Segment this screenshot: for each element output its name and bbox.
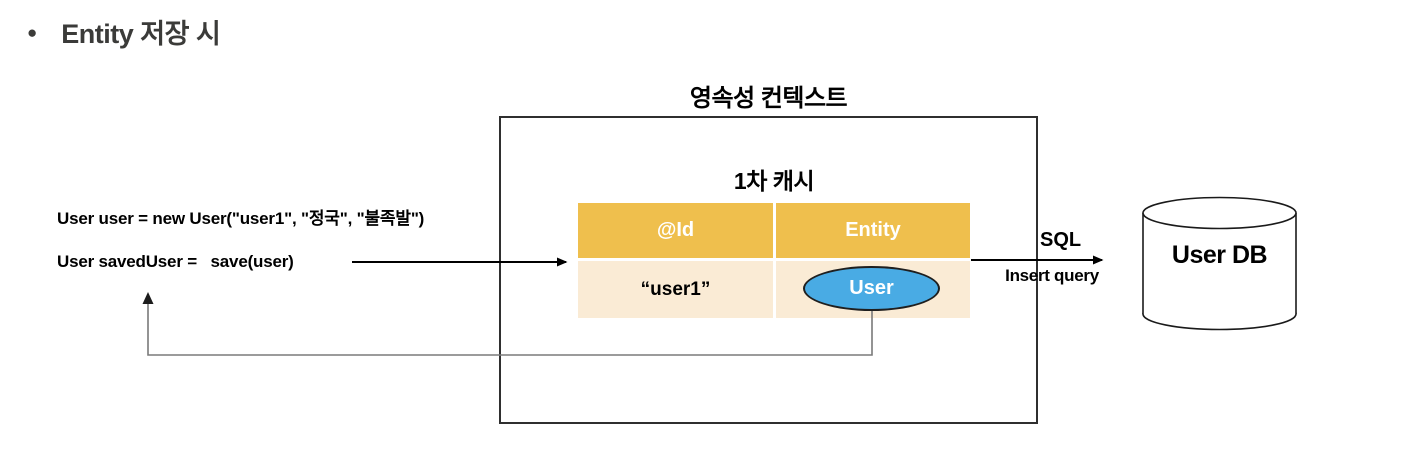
code-line-saved-user: User savedUser = save(user) <box>57 252 294 271</box>
first-level-cache-title: 1차 캐시 <box>733 168 815 194</box>
heading-text: Entity 저장 시 <box>61 19 221 49</box>
code-line-new-user: User user = new User("user1", "정국", "불족발… <box>57 209 425 228</box>
sql-label: SQL <box>1040 229 1082 251</box>
cache-table-cell-id: “user1” <box>578 261 773 318</box>
bullet-icon: ● <box>27 23 38 42</box>
insert-query-label: Insert query <box>1005 266 1099 285</box>
cache-table-header-id: @Id <box>578 203 773 258</box>
persistence-context-title: 영속성 컨텍스트 <box>689 85 848 112</box>
user-entity-ellipse: User <box>803 266 940 311</box>
cache-table-header-entity: Entity <box>776 203 970 258</box>
user-db-label: User DB <box>1171 241 1268 269</box>
bullet-heading: ● Entity 저장 시 <box>27 12 221 51</box>
persistence-context-box <box>499 116 1038 424</box>
